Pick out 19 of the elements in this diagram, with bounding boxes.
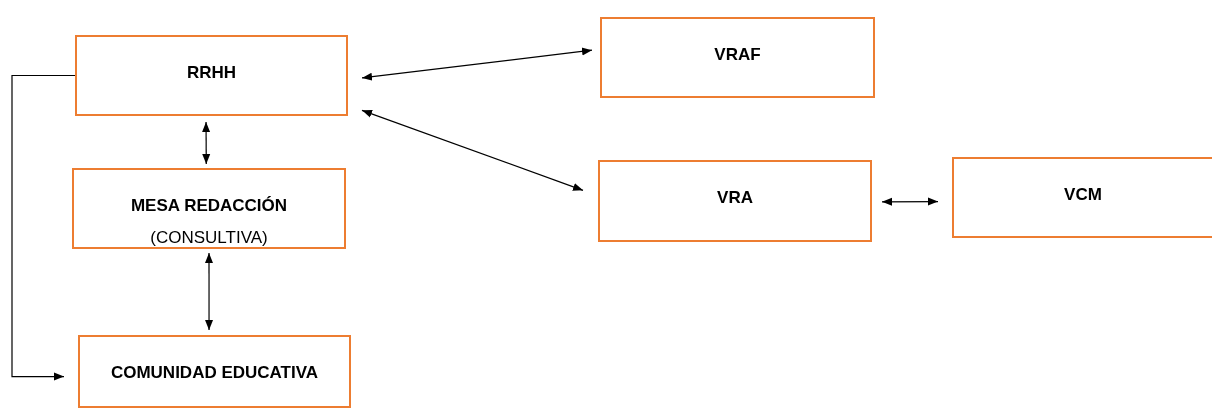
process-box: [598, 160, 872, 242]
arrow: [881, 197, 939, 206]
arrow: [361, 109, 584, 191]
arrow: [205, 252, 214, 331]
box-title: MESA REDACCIÓN: [129, 195, 289, 217]
box-title: VRA: [716, 187, 754, 209]
box-subtitle: (CONSULTIVA): [149, 227, 269, 249]
box-title: COMUNIDAD EDUCATIVA: [109, 362, 320, 384]
process-box: [72, 168, 346, 249]
arrow: [11, 74, 76, 381]
process-box: [952, 157, 1212, 238]
box-title: VRAF: [713, 44, 762, 66]
process-box: [600, 17, 875, 98]
arrow: [202, 121, 211, 165]
arrow: [361, 47, 593, 81]
process-box: [78, 335, 351, 408]
box-title: RRHH: [185, 62, 238, 84]
box-title: VCM: [1063, 184, 1103, 206]
process-box: [75, 35, 348, 116]
